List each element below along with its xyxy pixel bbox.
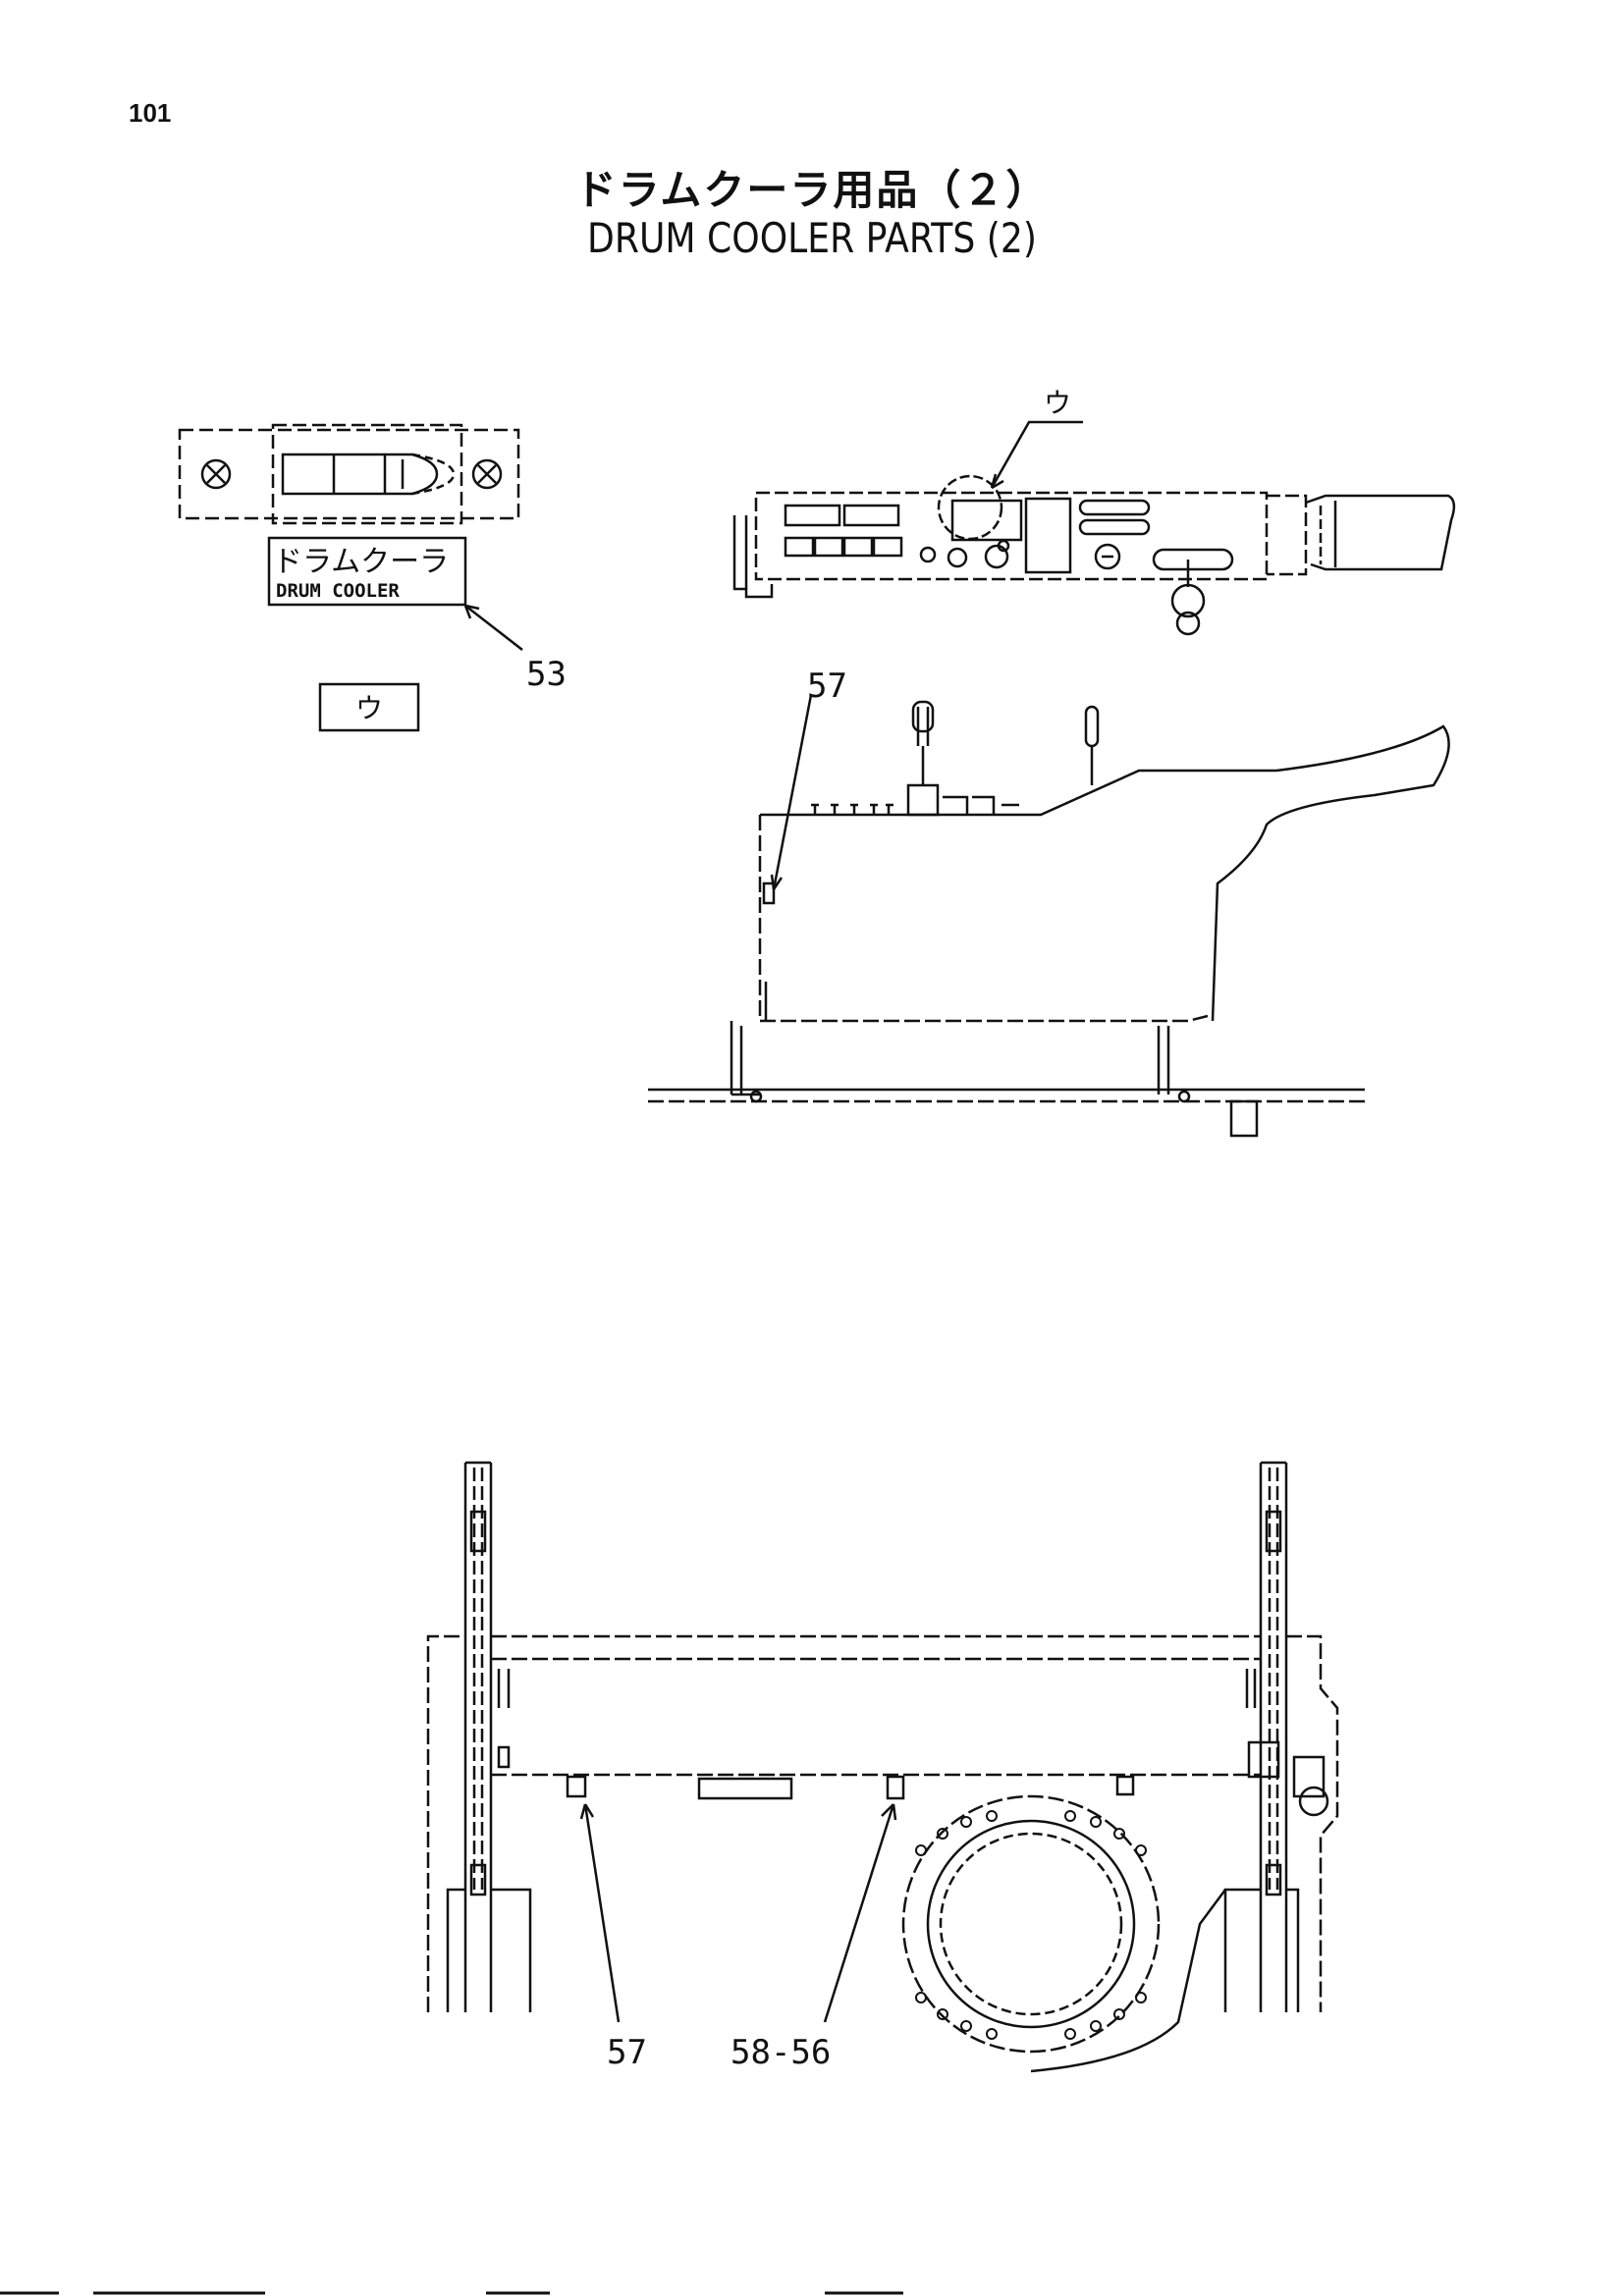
label-text-english: DRUM COOLER bbox=[276, 580, 400, 602]
callout-57-frame: 57 bbox=[607, 2033, 647, 2072]
leader-58-56 bbox=[823, 1803, 895, 2023]
label-text-japanese: ドラムクーラ bbox=[273, 545, 449, 579]
leader-53 bbox=[464, 605, 523, 651]
drum-cooler-label-plate: ドラムクーラ DRUM COOLER bbox=[267, 536, 467, 607]
frame-top-view bbox=[426, 1461, 1339, 2073]
console-side-view bbox=[648, 700, 1450, 1138]
console-top-view bbox=[732, 474, 1456, 636]
callout-57-side: 57 bbox=[807, 667, 847, 706]
title-english: DRUM COOLER PARTS (2) bbox=[587, 214, 1037, 262]
leader-57-frame bbox=[583, 1803, 621, 2023]
view-reference-box: ウ bbox=[318, 682, 420, 732]
view-reference-symbol: ウ bbox=[355, 692, 383, 724]
page-number: 101 bbox=[129, 98, 172, 128]
title-japanese: ドラムクーラ用品（２） bbox=[574, 166, 1050, 214]
callout-58-56: 58-56 bbox=[731, 2033, 831, 2072]
callout-53: 53 bbox=[526, 655, 567, 694]
callout-view-ref: ウ bbox=[1044, 387, 1071, 419]
leader-57-side bbox=[772, 694, 813, 890]
leader-view-ref bbox=[990, 420, 1083, 489]
switch-detail bbox=[178, 423, 520, 525]
